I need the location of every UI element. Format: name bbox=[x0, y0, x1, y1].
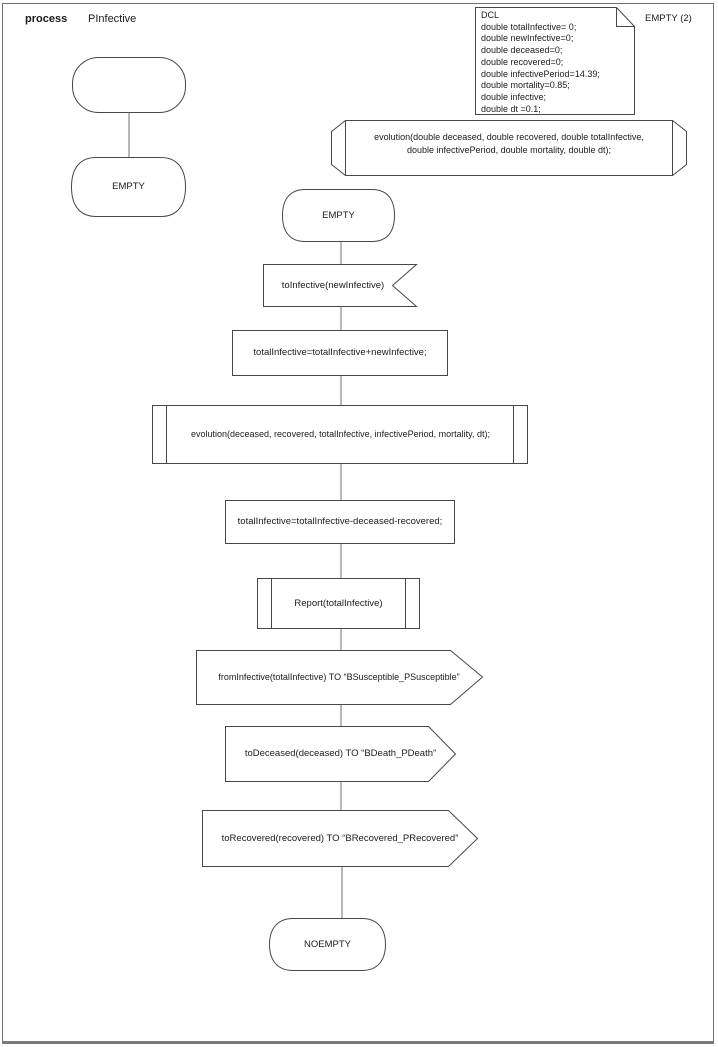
dcl-line: double recovered=0; bbox=[481, 56, 564, 67]
state-empty-left-shape[interactable] bbox=[70, 157, 187, 217]
dcl-line: DCL bbox=[481, 10, 500, 20]
state-noempty-shape[interactable] bbox=[268, 918, 387, 971]
dcl-line: double infective; bbox=[481, 91, 547, 102]
task-subtract-shape[interactable] bbox=[225, 500, 455, 544]
dcl-line: double dt =0.1; bbox=[481, 103, 541, 114]
procedure-declaration-line1: evolution(double deceased, double recove… bbox=[374, 132, 644, 142]
procedure-declaration-shape[interactable] bbox=[345, 120, 673, 176]
dcl-line: double mortality=0.85; bbox=[481, 80, 570, 91]
procedure-declaration-right-cap bbox=[672, 120, 687, 176]
call-evolution-label: evolution(deceased, recovered, totalInfe… bbox=[191, 428, 490, 439]
dcl-line: double totalInfective= 0; bbox=[481, 21, 577, 32]
output-todeceased-shape[interactable] bbox=[225, 726, 457, 782]
dcl-text-block: DCL double totalInfective= 0; double new… bbox=[481, 10, 600, 115]
task-subtract-label: totalInfective=totalInfective-deceased-r… bbox=[237, 516, 443, 528]
task-add-shape[interactable] bbox=[232, 330, 448, 376]
output-todeceased-label: toDeceased(deceased) TO “BDeath_PDeath” bbox=[244, 748, 437, 760]
start-symbol[interactable] bbox=[72, 57, 186, 113]
page-ref-label: EMPTY (2) bbox=[645, 13, 692, 24]
input-toinfective-shape[interactable] bbox=[263, 264, 418, 307]
process-kind-label: process bbox=[25, 13, 68, 25]
procedure-declaration-label: evolution(double deceased, double recove… bbox=[345, 131, 673, 156]
state-empty-shape[interactable] bbox=[281, 189, 396, 242]
output-frominfective-shape[interactable] bbox=[196, 650, 484, 705]
procedure-declaration-line2: double infectivePeriod, double mortality… bbox=[407, 144, 611, 155]
task-add-label: totalInfective=totalInfective+newInfecti… bbox=[253, 346, 427, 358]
dcl-line: double newInfective=0; bbox=[481, 33, 574, 44]
dcl-note-fold-icon bbox=[616, 7, 635, 27]
output-torecovered-shape[interactable] bbox=[202, 810, 479, 867]
dcl-line: double deceased=0; bbox=[481, 45, 563, 56]
process-name-label: PInfective bbox=[88, 13, 137, 25]
call-report-shape[interactable] bbox=[257, 578, 420, 629]
dcl-note-shape[interactable] bbox=[475, 7, 635, 115]
procedure-declaration-left-cap bbox=[331, 120, 346, 176]
state-empty-label: EMPTY bbox=[322, 209, 355, 221]
input-toinfective-label: toInfective(newInfective) bbox=[281, 279, 385, 291]
call-evolution-shape[interactable] bbox=[152, 405, 528, 464]
output-frominfective-label: fromInfective(totalInfective) TO “BSusce… bbox=[218, 671, 460, 682]
dcl-line: double infectivePeriod=14.39; bbox=[481, 68, 600, 79]
state-noempty-label: NOEMPTY bbox=[304, 938, 351, 950]
state-empty-left-label: EMPTY bbox=[112, 181, 145, 193]
output-torecovered-label: toRecovered(recovered) TO “BRecovered_PR… bbox=[221, 832, 459, 844]
call-report-label: Report(totalInfective) bbox=[294, 597, 383, 609]
